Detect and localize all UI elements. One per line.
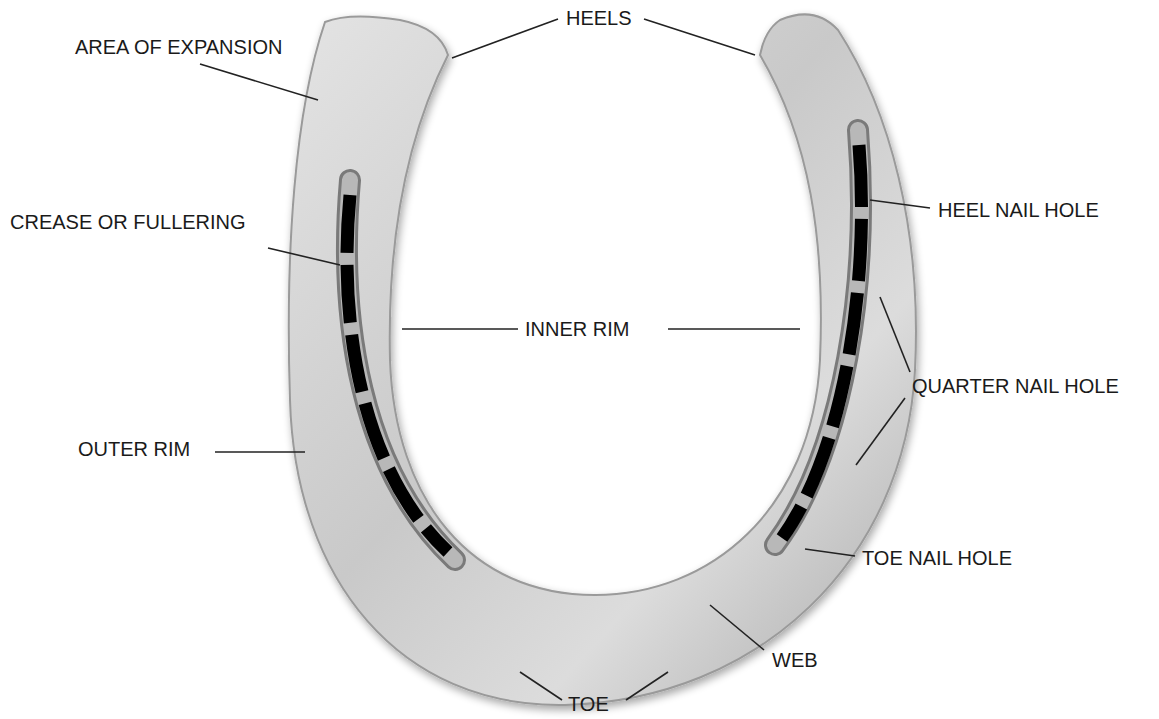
- fullering-groove: [775, 130, 861, 545]
- horseshoe-body: [289, 14, 916, 705]
- nail-holes: [782, 145, 862, 538]
- part-label: TOE: [568, 694, 609, 714]
- part-label: INNER RIM: [525, 319, 629, 339]
- part-label: OUTER RIM: [78, 439, 190, 459]
- fullering-groove: [347, 180, 455, 560]
- part-label: QUARTER NAIL HOLE: [912, 376, 1119, 396]
- leader-lines: [200, 19, 930, 700]
- part-label: WEB: [772, 650, 818, 670]
- part-label: CREASE OR FULLERING: [10, 212, 246, 232]
- part-label: HEEL NAIL HOLE: [938, 200, 1099, 220]
- fullering-groove: [347, 180, 455, 560]
- nail-holes: [347, 195, 448, 552]
- part-label: HEELS: [566, 8, 632, 28]
- part-label: TOE NAIL HOLE: [862, 548, 1012, 568]
- fullering-groove: [775, 130, 861, 545]
- part-label: AREA OF EXPANSION: [75, 37, 282, 57]
